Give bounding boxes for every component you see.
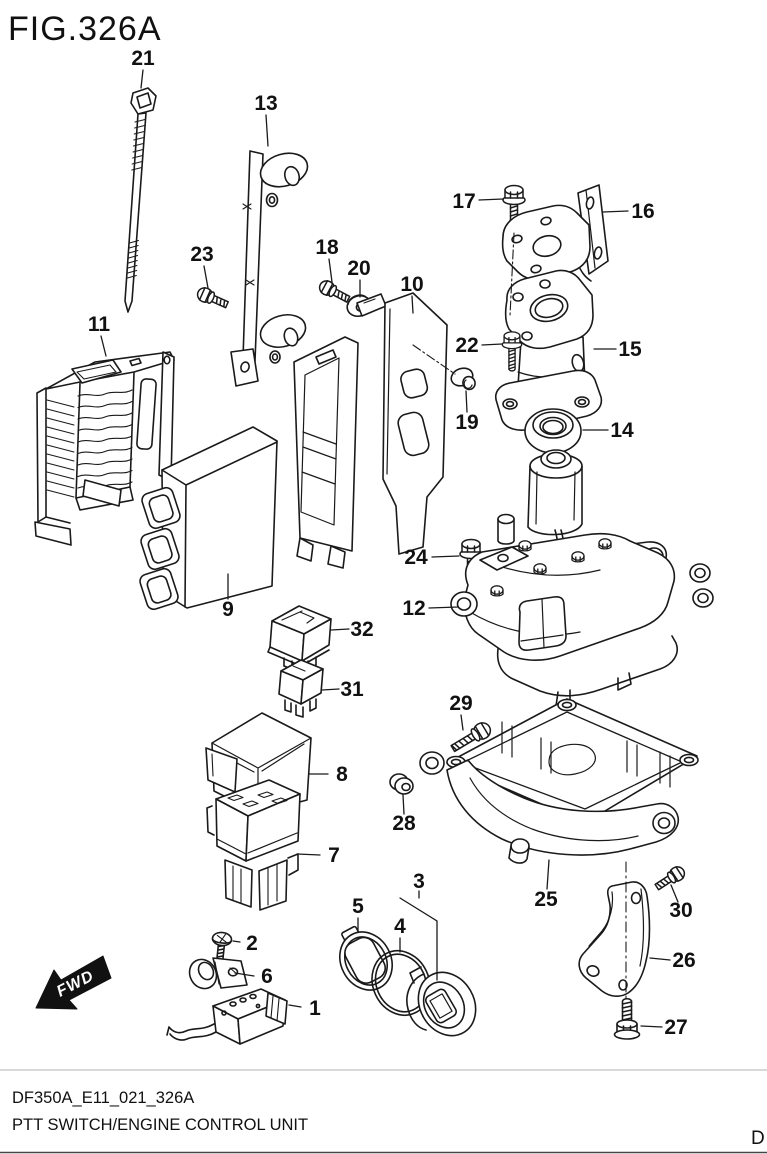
part-9-engine-control-unit (139, 426, 278, 611)
callout-27: 27 (664, 1016, 687, 1039)
leader-23 (203, 265, 209, 289)
callout-3: 3 (413, 870, 425, 893)
leader-32 (330, 628, 350, 631)
callout-4: 4 (394, 915, 406, 938)
part-3-ptt-switch-assembly (406, 966, 477, 1037)
callout-12: 12 (402, 597, 425, 620)
leader-25 (546, 859, 550, 890)
leader-16 (602, 210, 629, 213)
callout-31: 31 (340, 678, 364, 701)
leader-26 (649, 957, 671, 961)
part-11-ecu-cover (34, 351, 175, 546)
callout-26: 26 (672, 949, 695, 972)
callout-6: 6 (261, 965, 273, 988)
leader-11 (100, 335, 107, 357)
callout-14: 14 (610, 419, 634, 442)
leader-3 (399, 890, 438, 981)
leader-29 (460, 714, 464, 731)
leader-7 (296, 853, 321, 856)
leader-12 (428, 606, 459, 609)
callout-15: 15 (618, 338, 642, 361)
part-5-bezel-ring (339, 925, 393, 991)
part-16-bracket (501, 184, 609, 282)
centerline-bolt17 (509, 232, 515, 317)
part-4-o-ring (371, 950, 431, 1016)
callout-labels: 1 2 3 4 5 6 7 8 9 10 11 12 13 14 15 16 1… (88, 47, 696, 1039)
footer-figure-code: DF350A_E11_021_326A (12, 1089, 194, 1107)
part-21-cable-tie (124, 87, 157, 313)
part-23-bolt (194, 284, 231, 312)
leader-28 (402, 794, 405, 815)
centerline-grommet19 (412, 344, 456, 375)
callout-21: 21 (131, 47, 155, 70)
part-15-mount-housing (494, 269, 603, 431)
callout-25: 25 (534, 888, 558, 911)
part-10-ecu-holder (293, 292, 448, 569)
leader-2 (232, 940, 241, 943)
leader-30 (670, 884, 679, 903)
leader-24 (431, 555, 460, 558)
part-7-relay-box (206, 779, 301, 911)
callout-17: 17 (452, 190, 475, 213)
assembly-centerlines (412, 232, 627, 999)
callout-22: 22 (455, 334, 478, 357)
part-13-sensor-bracket (230, 150, 309, 387)
callout-30: 30 (669, 899, 692, 922)
part-19-grommet (450, 367, 476, 391)
callout-11: 11 (88, 313, 111, 336)
callout-16: 16 (631, 200, 654, 223)
part-27-bolt (613, 997, 641, 1040)
callout-8: 8 (336, 763, 348, 786)
part-14-bearing-ring (524, 408, 582, 454)
callout-29: 29 (449, 692, 472, 715)
part-18-bolt (316, 277, 353, 307)
leader-lines (100, 69, 679, 1028)
callout-5: 5 (352, 895, 364, 918)
callout-10: 10 (400, 273, 423, 296)
callout-32: 32 (350, 618, 373, 641)
part-25-mount-tray (419, 698, 699, 864)
leader-27 (640, 1025, 663, 1028)
callout-9: 9 (222, 598, 234, 621)
callout-18: 18 (315, 236, 339, 259)
callout-1: 1 (309, 997, 321, 1020)
fwd-arrow-shape (35, 955, 112, 1010)
leader-10 (411, 295, 414, 314)
part-26-bracket (578, 881, 651, 997)
part-12-ptt-pump-assembly (450, 449, 714, 707)
page-marker: D (751, 1128, 765, 1149)
callout-19: 19 (455, 411, 478, 434)
leader-22 (481, 343, 503, 346)
part-30-bolt (652, 863, 688, 894)
callout-7: 7 (328, 844, 340, 867)
leader-18 (328, 258, 333, 283)
fwd-direction-arrow: FWD (35, 955, 112, 1010)
part-2-screw (211, 931, 233, 962)
leader-21 (140, 69, 144, 89)
part-6-wire-clamp (188, 957, 248, 990)
callout-2: 2 (246, 932, 258, 955)
part-32-relay (267, 605, 332, 670)
leader-31 (321, 688, 340, 691)
callout-13: 13 (254, 92, 277, 115)
part-1-ptt-switch (166, 988, 288, 1045)
leader-19 (465, 390, 468, 413)
footer-figure-title: PTT SWITCH/ENGINE CONTROL UNIT (12, 1116, 308, 1134)
part-28-bushing (389, 773, 414, 795)
leader-17 (478, 198, 504, 201)
leader-13 (265, 114, 269, 147)
callout-28: 28 (392, 812, 416, 835)
leader-1 (288, 1004, 302, 1008)
callout-20: 20 (347, 257, 370, 280)
part-31-relay (278, 659, 324, 718)
figure-title: FIG.326A (8, 10, 162, 48)
callout-24: 24 (404, 546, 428, 569)
leader-6 (234, 972, 255, 977)
callout-23: 23 (190, 243, 213, 266)
